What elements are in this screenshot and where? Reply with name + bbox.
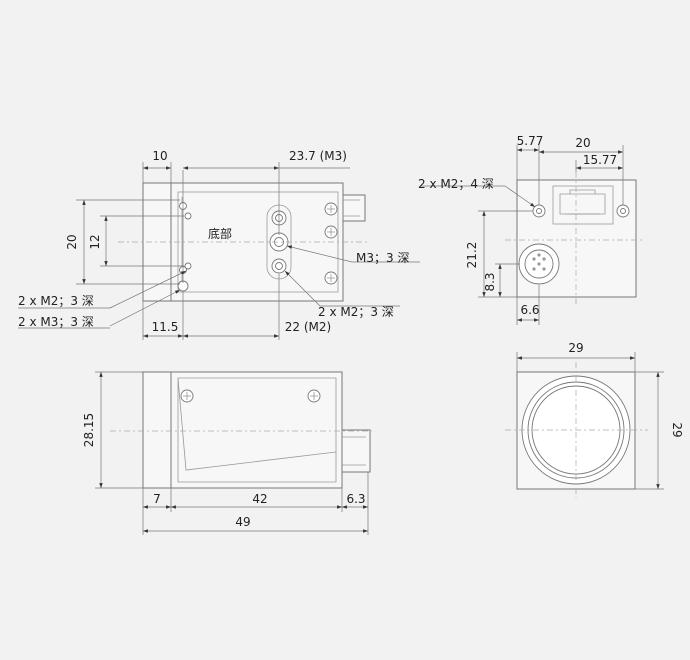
- dim-22-m2: 22 (M2): [285, 320, 331, 334]
- callout-m3-3: M3；3 深: [356, 251, 409, 265]
- side-view-front-ring: [142, 371, 172, 489]
- dim-20-top: 20: [575, 136, 590, 150]
- dim-11-5: 11.5: [152, 320, 179, 334]
- side-view-body: [170, 371, 343, 489]
- dim-29-top: 29: [568, 341, 583, 355]
- bottom-view: 10 23.7 (M3) 20 12 底部 M3；3 深 2 x M2；3 深 …: [18, 149, 420, 340]
- dim-8-3: 8.3: [483, 272, 497, 291]
- dim-28-15: 28.15: [82, 413, 96, 447]
- bottom-view-connector: [342, 194, 366, 222]
- dim-6-6: 6.6: [520, 303, 539, 317]
- callout-2xm2-3-left: 2 x M2；3 深: [18, 294, 94, 308]
- callout-2xm3-3-left: 2 x M3；3 深: [18, 315, 94, 329]
- dim-21-2: 21.2: [465, 242, 479, 269]
- bottom-view-small-hole-2: [184, 262, 192, 270]
- front-view: 29 29: [505, 341, 684, 498]
- dim-12: 12: [88, 234, 102, 249]
- side-view-connector: [341, 429, 371, 473]
- dim-42: 42: [252, 492, 267, 506]
- side-view: 28.15 7 42 6.3 49: [82, 371, 372, 535]
- rear-view-ethernet-port: [552, 185, 614, 225]
- dim-15-77: 15.77: [583, 153, 617, 167]
- dim-29-side: 29: [670, 422, 684, 437]
- dim-10: 10: [152, 149, 167, 163]
- bottom-label: 底部: [208, 226, 232, 241]
- rear-view: 5.77 20 15.77 2 x M2；4 深 21.2 8.3 6.6: [418, 134, 645, 325]
- callout-2xm2-3-right: 2 x M2；3 深: [318, 305, 394, 319]
- dim-7: 7: [153, 492, 161, 506]
- dim-5-77: 5.77: [517, 134, 544, 148]
- dim-20-left: 20: [65, 234, 79, 249]
- dim-6-3: 6.3: [346, 492, 365, 506]
- dim-49: 49: [235, 515, 250, 529]
- bottom-view-small-hole-1: [184, 212, 192, 220]
- dim-23-7-m3: 23.7 (M3): [289, 149, 347, 163]
- callout-2xm2-4: 2 x M2；4 深: [418, 177, 494, 191]
